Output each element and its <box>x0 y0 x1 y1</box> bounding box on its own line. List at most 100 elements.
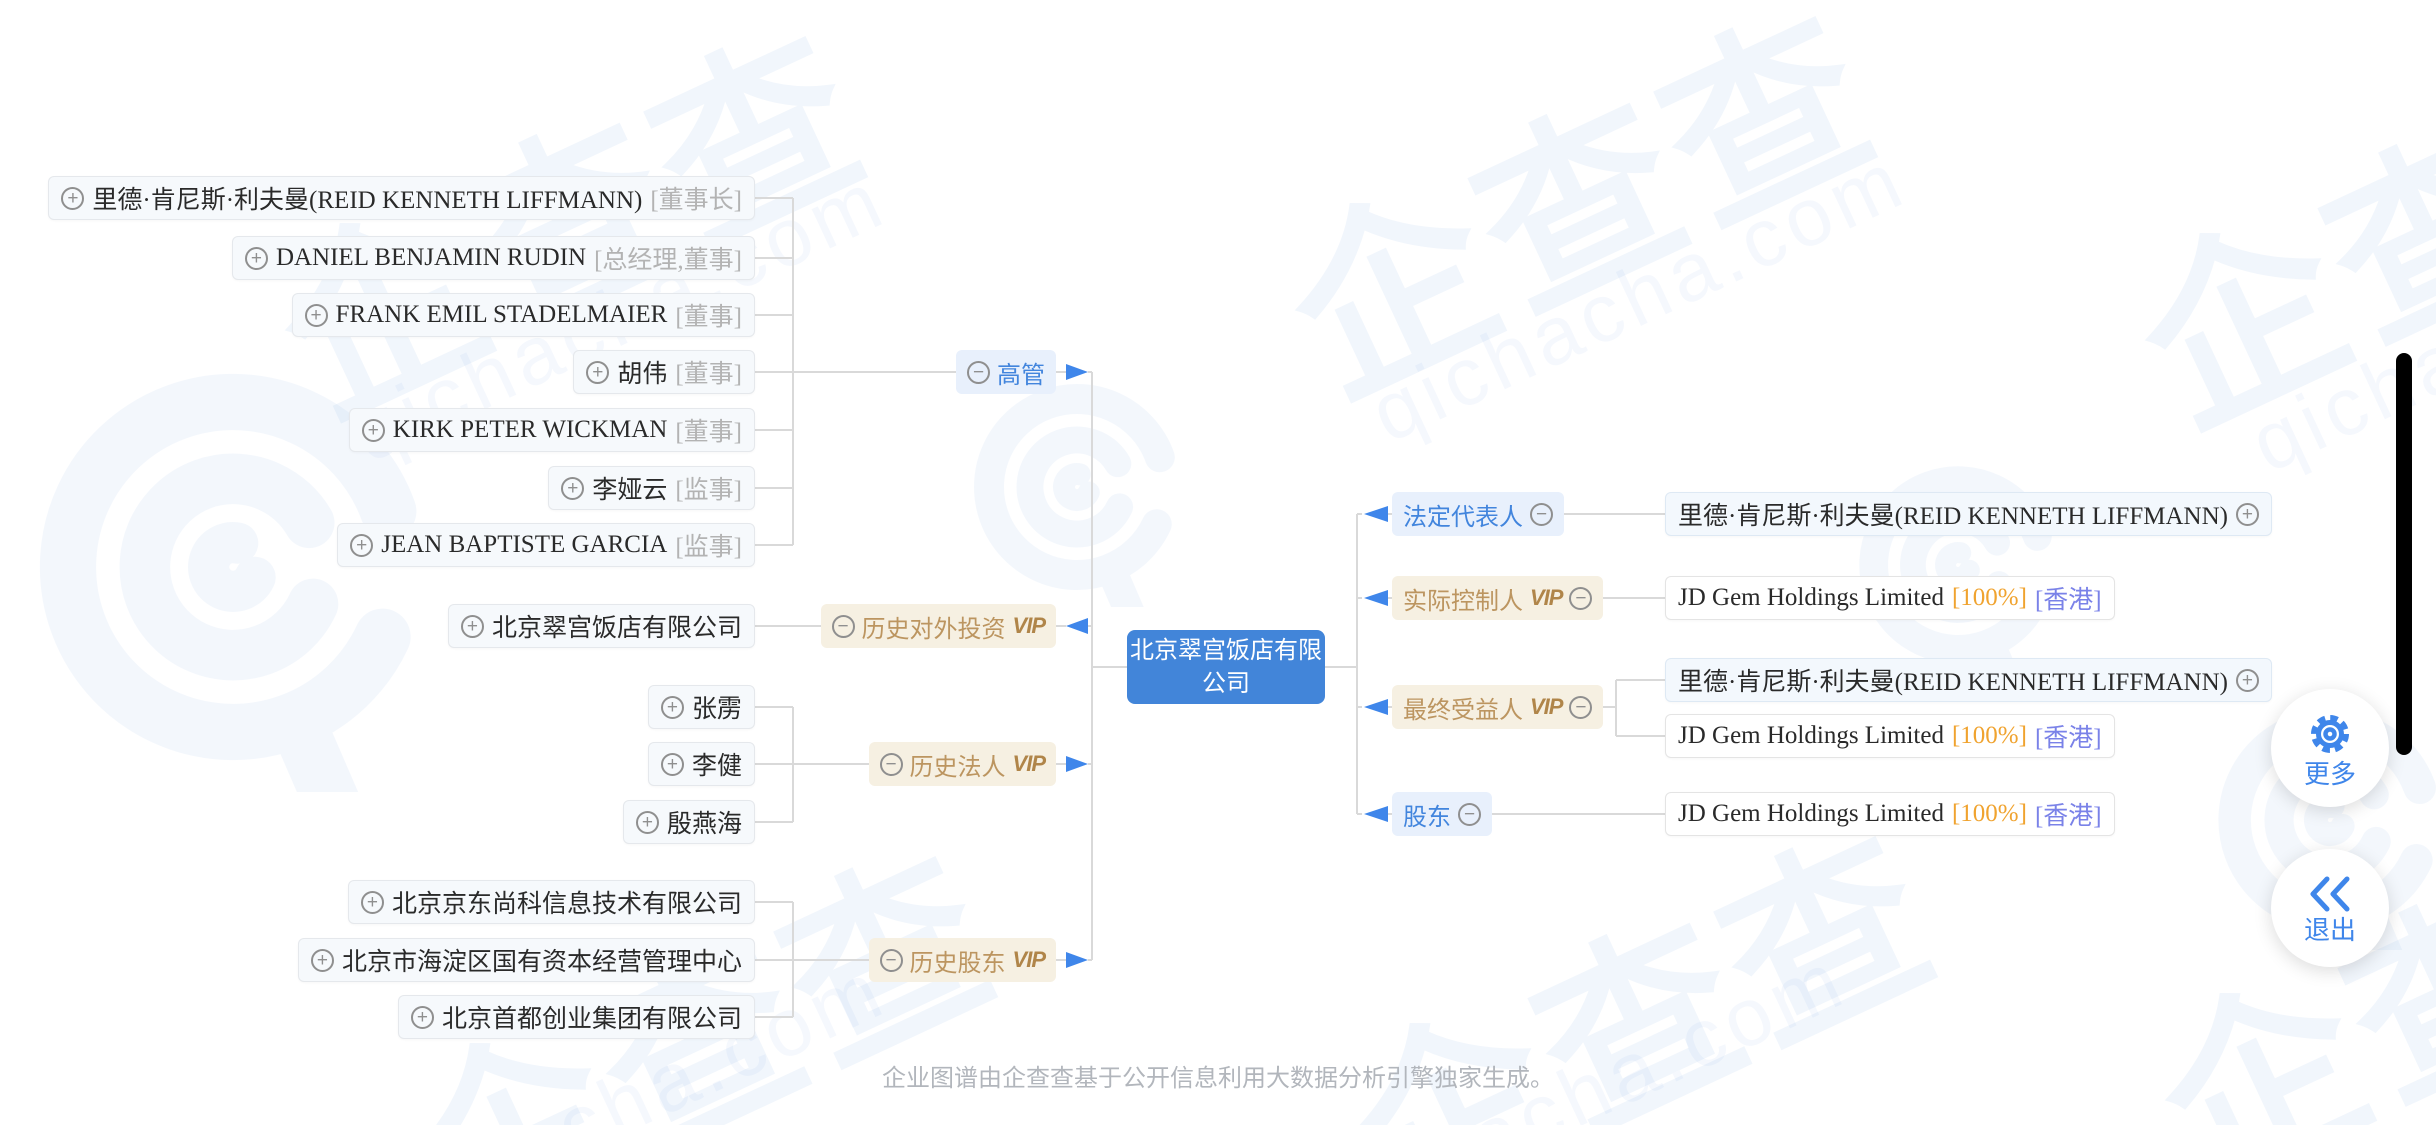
relation-label: 法定代表人 <box>1403 503 1523 531</box>
person-name: 李健 <box>691 753 742 780</box>
expand-icon[interactable]: + <box>2235 668 2259 692</box>
node-executive[interactable]: + FRANK EMIL STADELMAIER [董事] <box>291 293 755 337</box>
region-tag: [香港] <box>2034 725 2102 752</box>
node-history-legal-person[interactable]: + 张雳 <box>647 685 755 729</box>
person-role: [董事长] <box>650 187 742 214</box>
expand-icon[interactable]: + <box>460 614 484 638</box>
person-name: 里德·肯尼斯·利夫曼(REID KENNETH LIFFMANN) <box>1678 669 2228 696</box>
company-name: JD Gem Holdings Limited <box>1678 584 1944 611</box>
gear-icon <box>2311 714 2349 753</box>
expand-icon[interactable]: + <box>360 890 384 914</box>
relation-node-history-shareholders[interactable]: − 历史股东 VIP <box>868 938 1056 982</box>
node-executive[interactable]: + KIRK PETER WICKMAN [董事] <box>348 408 755 452</box>
expand-icon[interactable]: + <box>361 418 385 442</box>
relation-node-shareholders[interactable]: 股东 − <box>1392 792 1492 836</box>
node-beneficiary-company[interactable]: JD Gem Holdings Limited [100%] [香港] <box>1665 714 2115 758</box>
company-name-line1: 北京翠宫饭店有限 <box>1130 637 1322 664</box>
node-history-shareholder[interactable]: + 北京京东尚科信息技术有限公司 <box>347 880 755 924</box>
collapse-icon[interactable]: − <box>1569 695 1593 719</box>
node-beneficiary-person[interactable]: 里德·肯尼斯·利夫曼(REID KENNETH LIFFMANN) + <box>1665 658 2272 702</box>
expand-icon[interactable]: + <box>350 533 374 557</box>
node-actual-controller-company[interactable]: JD Gem Holdings Limited [100%] [香港] <box>1665 576 2115 620</box>
share-percent: [100%] <box>1951 584 2027 611</box>
collapse-icon[interactable]: − <box>879 752 903 776</box>
arrow-left-icon <box>1364 590 1388 606</box>
person-role: [董事] <box>675 419 742 446</box>
node-history-investment-target[interactable]: + 北京翠宫饭店有限公司 <box>447 604 755 648</box>
node-executive[interactable]: + JEAN BAPTISTE GARCIA [监事] <box>337 523 755 567</box>
relation-node-history-investment[interactable]: − 历史对外投资 VIP <box>820 604 1056 648</box>
vertical-scrollbar-thumb[interactable] <box>2396 353 2412 755</box>
node-executive[interactable]: + 胡伟 [董事] <box>573 350 755 394</box>
arrow-left-icon <box>1066 618 1088 634</box>
more-button[interactable]: 更多 <box>2271 689 2389 807</box>
center-company-node[interactable]: 北京翠宫饭店有限 公司 <box>1127 630 1325 704</box>
double-chevron-left-icon <box>2310 876 2350 911</box>
relation-label: 最终受益人 <box>1403 696 1523 724</box>
exit-button[interactable]: 退出 <box>2271 849 2389 967</box>
company-name: JD Gem Holdings Limited <box>1678 722 1944 749</box>
node-shareholder-company[interactable]: JD Gem Holdings Limited [100%] [香港] <box>1665 792 2115 836</box>
expand-icon[interactable]: + <box>635 810 659 834</box>
vip-badge: VIP <box>1012 613 1046 638</box>
person-name: JEAN BAPTISTE GARCIA <box>381 531 668 558</box>
person-name: 里德·肯尼斯·利夫曼(REID KENNETH LIFFMANN) <box>92 187 643 214</box>
expand-icon[interactable]: + <box>561 476 585 500</box>
person-name: KIRK PETER WICKMAN <box>392 416 668 443</box>
node-executive[interactable]: + DANIEL BENJAMIN RUDIN [总经理,董事] <box>231 236 755 280</box>
node-executive[interactable]: + 里德·肯尼斯·利夫曼(REID KENNETH LIFFMANN) [董事长… <box>48 176 755 220</box>
relation-node-ultimate-beneficiary[interactable]: 最终受益人 VIP − <box>1392 685 1604 729</box>
company-name: 北京市海淀区国有资本经营管理中心 <box>341 949 742 976</box>
company-name: 北京首都创业集团有限公司 <box>441 1006 742 1033</box>
relation-node-executives[interactable]: − 高管 <box>956 350 1056 394</box>
relation-label: 股东 <box>1403 803 1451 831</box>
expand-icon[interactable]: + <box>660 695 684 719</box>
expand-icon[interactable]: + <box>310 948 334 972</box>
person-role: [监事] <box>675 477 742 504</box>
expand-icon[interactable]: + <box>304 303 328 327</box>
vip-badge: VIP <box>1012 947 1046 972</box>
node-legal-representative-person[interactable]: 里德·肯尼斯·利夫曼(REID KENNETH LIFFMANN) + <box>1665 492 2272 536</box>
collapse-icon[interactable]: − <box>831 614 855 638</box>
person-role: [董事] <box>675 304 742 331</box>
relation-label: 高管 <box>997 361 1045 389</box>
expand-icon[interactable]: + <box>244 246 268 270</box>
person-name: 里德·肯尼斯·利夫曼(REID KENNETH LIFFMANN) <box>1678 503 2228 530</box>
person-role: [总经理,董事] <box>594 247 742 274</box>
collapse-icon[interactable]: − <box>1458 802 1481 826</box>
node-history-shareholder[interactable]: + 北京市海淀区国有资本经营管理中心 <box>297 938 755 982</box>
expand-icon[interactable]: + <box>61 186 85 210</box>
person-name: 殷燕海 <box>666 811 742 838</box>
company-name: 北京翠宫饭店有限公司 <box>491 615 742 642</box>
relation-node-history-legal-person[interactable]: − 历史法人 VIP <box>868 742 1056 786</box>
collapse-icon[interactable]: − <box>1530 502 1553 526</box>
region-tag: [香港] <box>2034 587 2102 614</box>
node-executive[interactable]: + 李娅云 [监事] <box>548 466 755 510</box>
arrow-left-icon <box>1364 806 1388 822</box>
expand-icon[interactable]: + <box>2235 502 2259 526</box>
collapse-icon[interactable]: − <box>967 360 990 384</box>
node-history-legal-person[interactable]: + 殷燕海 <box>622 800 755 844</box>
node-history-legal-person[interactable]: + 李健 <box>647 742 755 786</box>
company-name-line2: 公司 <box>1202 670 1250 697</box>
share-percent: [100%] <box>1951 800 2027 827</box>
vip-badge: VIP <box>1012 751 1046 776</box>
relation-label: 历史法人 <box>909 753 1006 781</box>
person-name: 李娅云 <box>592 477 668 504</box>
arrow-left-icon <box>1364 506 1388 522</box>
expand-icon[interactable]: + <box>586 360 610 384</box>
relation-node-actual-controller[interactable]: 实际控制人 VIP − <box>1392 576 1604 620</box>
disclaimer-text: 企业图谱由企查查基于公开信息利用大数据分析引擎独家生成。 <box>882 1065 1554 1092</box>
relation-node-legal-representative[interactable]: 法定代表人 − <box>1392 492 1564 536</box>
person-role: [董事] <box>675 361 742 388</box>
collapse-icon[interactable]: − <box>1569 586 1593 610</box>
collapse-icon[interactable]: − <box>879 948 903 972</box>
relation-label: 实际控制人 <box>1403 587 1523 615</box>
relation-label: 历史对外投资 <box>861 615 1006 643</box>
expand-icon[interactable]: + <box>410 1005 434 1029</box>
expand-icon[interactable]: + <box>660 752 684 776</box>
more-button-label: 更多 <box>2303 758 2356 789</box>
node-history-shareholder[interactable]: + 北京首都创业集团有限公司 <box>397 995 755 1039</box>
arrow-right-icon <box>1066 756 1088 772</box>
